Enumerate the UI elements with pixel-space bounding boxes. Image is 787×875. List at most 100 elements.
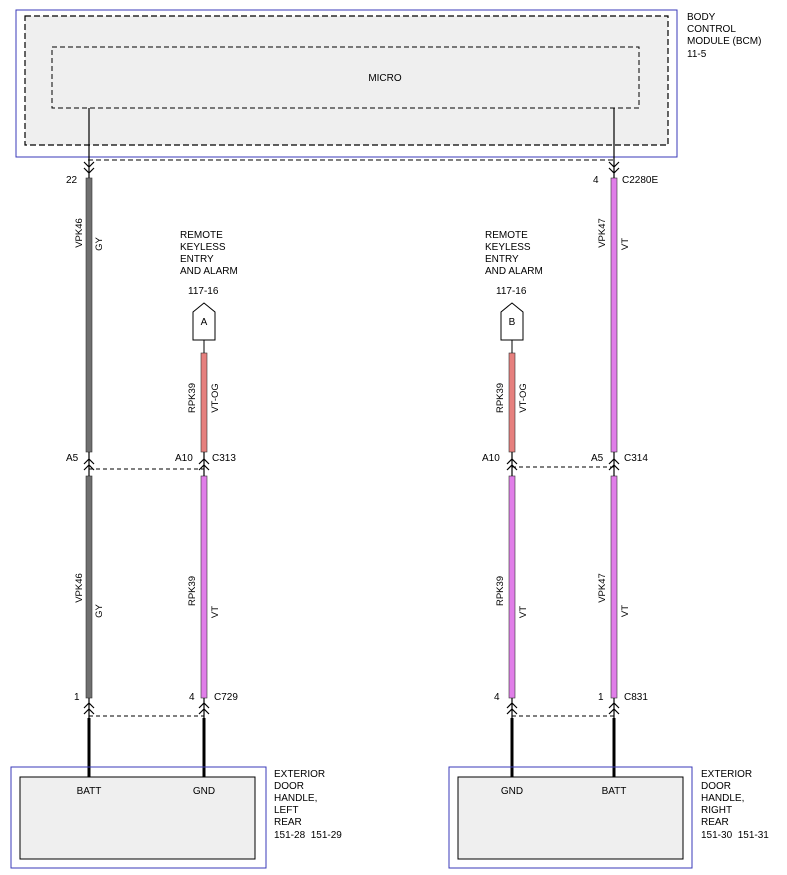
wire-color-label: VT — [620, 238, 631, 250]
ref-arrow-box — [500, 302, 524, 341]
pin-number: 4 — [189, 692, 195, 703]
wire-segment — [200, 352, 208, 453]
component-pages: 151-30 151-31 — [701, 830, 769, 841]
ref-line: KEYLESS — [180, 242, 226, 253]
pin-number: A10 — [175, 453, 193, 464]
pin-label: GND — [501, 786, 523, 797]
bcm-body — [24, 15, 669, 146]
pin-chevron — [608, 698, 620, 718]
ref-page: 117-16 — [496, 286, 527, 297]
inline-connector-c314: A10 A5 C314 — [482, 452, 648, 476]
wire-color-label: GY — [94, 236, 105, 250]
ref-line: ENTRY — [485, 254, 519, 265]
ref-left: REMOTE KEYLESS ENTRY AND ALARM 117-16 A — [180, 230, 238, 353]
component-name-line: REAR — [701, 817, 729, 828]
connector-id: C313 — [212, 453, 236, 464]
micro-box — [51, 46, 640, 109]
bcm-name-line-1: BODY — [687, 12, 716, 23]
wire-2-upper: RPK39 VT-OG — [187, 352, 221, 453]
ref-line: REMOTE — [180, 230, 223, 241]
inline-connector-c313: A5 A10 C313 — [66, 452, 236, 476]
ref-arrow-box — [192, 302, 216, 341]
pin-chevron — [608, 452, 620, 476]
wire-color-label: VT-OG — [210, 383, 221, 413]
connector-c729: 1 4 C729 — [74, 692, 238, 718]
component-outer-border — [448, 766, 693, 869]
component-name-line: LEFT — [274, 805, 298, 816]
connector-id: C2280E — [622, 175, 658, 186]
connector-id: C314 — [624, 453, 648, 464]
component-name-line: RIGHT — [701, 805, 732, 816]
component-name-line: DOOR — [274, 781, 304, 792]
pin-chevron — [506, 698, 518, 718]
wire-4-lower: VPK47 VT — [597, 475, 631, 699]
wire-1-upper: VPK46 GY — [74, 177, 105, 453]
wire-segment — [610, 475, 618, 699]
component-outer-border — [10, 766, 267, 869]
wire-circuit-label: RPK39 — [187, 383, 198, 413]
component-name-line: HANDLE, — [701, 793, 744, 804]
bcm-module: MICRO BODY CONTROL MODULE (BCM) 11-5 — [15, 9, 761, 158]
pin-label: BATT — [602, 786, 627, 797]
wire-2-lower: RPK39 VT — [187, 475, 221, 699]
wire-segment — [508, 475, 516, 699]
pin-label: BATT — [77, 786, 102, 797]
wire-color-label: VT-OG — [518, 383, 529, 413]
component-name-line: EXTERIOR — [701, 769, 752, 780]
wire-circuit-label: VPK47 — [597, 573, 608, 603]
pin-number: 1 — [74, 692, 80, 703]
bcm-name-line-2: CONTROL — [687, 24, 736, 35]
bcm-name-line-3: MODULE (BCM) — [687, 36, 761, 47]
wire-segment — [610, 177, 618, 453]
door-handle-right-rear: GND BATT EXTERIOR DOOR HANDLE, RIGHT REA… — [448, 766, 769, 869]
pin-number: A10 — [482, 453, 500, 464]
component-name-line: EXTERIOR — [274, 769, 325, 780]
pin-chevron — [506, 452, 518, 476]
pin-chevron — [83, 452, 95, 476]
ref-letter: B — [509, 317, 516, 328]
wire-color-label: VT — [210, 606, 221, 618]
wire-color-label: GY — [94, 603, 105, 617]
pin-chevron — [608, 160, 620, 178]
micro-label: MICRO — [368, 73, 402, 84]
component-name-line: REAR — [274, 817, 302, 828]
bcm-page-ref: 11-5 — [687, 49, 707, 60]
ref-right: REMOTE KEYLESS ENTRY AND ALARM 117-16 B — [485, 230, 543, 353]
pin-chevron — [198, 452, 210, 476]
wire-1-lower: VPK46 GY — [74, 475, 105, 699]
pin-number: 22 — [66, 175, 78, 186]
component-name-line: HANDLE, — [274, 793, 317, 804]
door-handle-left-rear: BATT GND EXTERIOR DOOR HANDLE, LEFT REAR… — [10, 766, 342, 869]
component-name-line: DOOR — [701, 781, 731, 792]
wire-circuit-label: VPK47 — [597, 218, 608, 248]
connector-c831: 4 1 C831 — [494, 692, 648, 718]
wire-circuit-label: RPK39 — [495, 576, 506, 606]
ref-line: REMOTE — [485, 230, 528, 241]
wire-3-upper: RPK39 VT-OG — [495, 352, 529, 453]
bcm-outer-border — [15, 9, 678, 158]
ref-page: 117-16 — [188, 286, 219, 297]
wire-4-upper: VPK47 VT — [597, 177, 631, 453]
pin-number: 4 — [494, 692, 500, 703]
wire-segment — [508, 352, 516, 453]
ref-line: ENTRY — [180, 254, 214, 265]
ref-line: KEYLESS — [485, 242, 531, 253]
component-body — [19, 776, 256, 860]
wire-circuit-label: RPK39 — [187, 576, 198, 606]
ref-line: AND ALARM — [180, 266, 238, 277]
pin-number: 1 — [598, 692, 604, 703]
ref-line: AND ALARM — [485, 266, 543, 277]
connector-id: C831 — [624, 692, 648, 703]
wire-3-lower: RPK39 VT — [495, 475, 529, 699]
wire-circuit-label: VPK46 — [74, 218, 85, 248]
pin-chevron — [83, 160, 95, 178]
pin-number: A5 — [66, 453, 79, 464]
component-pages: 151-28 151-29 — [274, 830, 342, 841]
connector-id: C729 — [214, 692, 238, 703]
wire-segment — [85, 177, 93, 453]
wire-circuit-label: VPK46 — [74, 573, 85, 603]
pin-label: GND — [193, 786, 215, 797]
component-body — [457, 776, 684, 860]
wire-circuit-label: RPK39 — [495, 383, 506, 413]
